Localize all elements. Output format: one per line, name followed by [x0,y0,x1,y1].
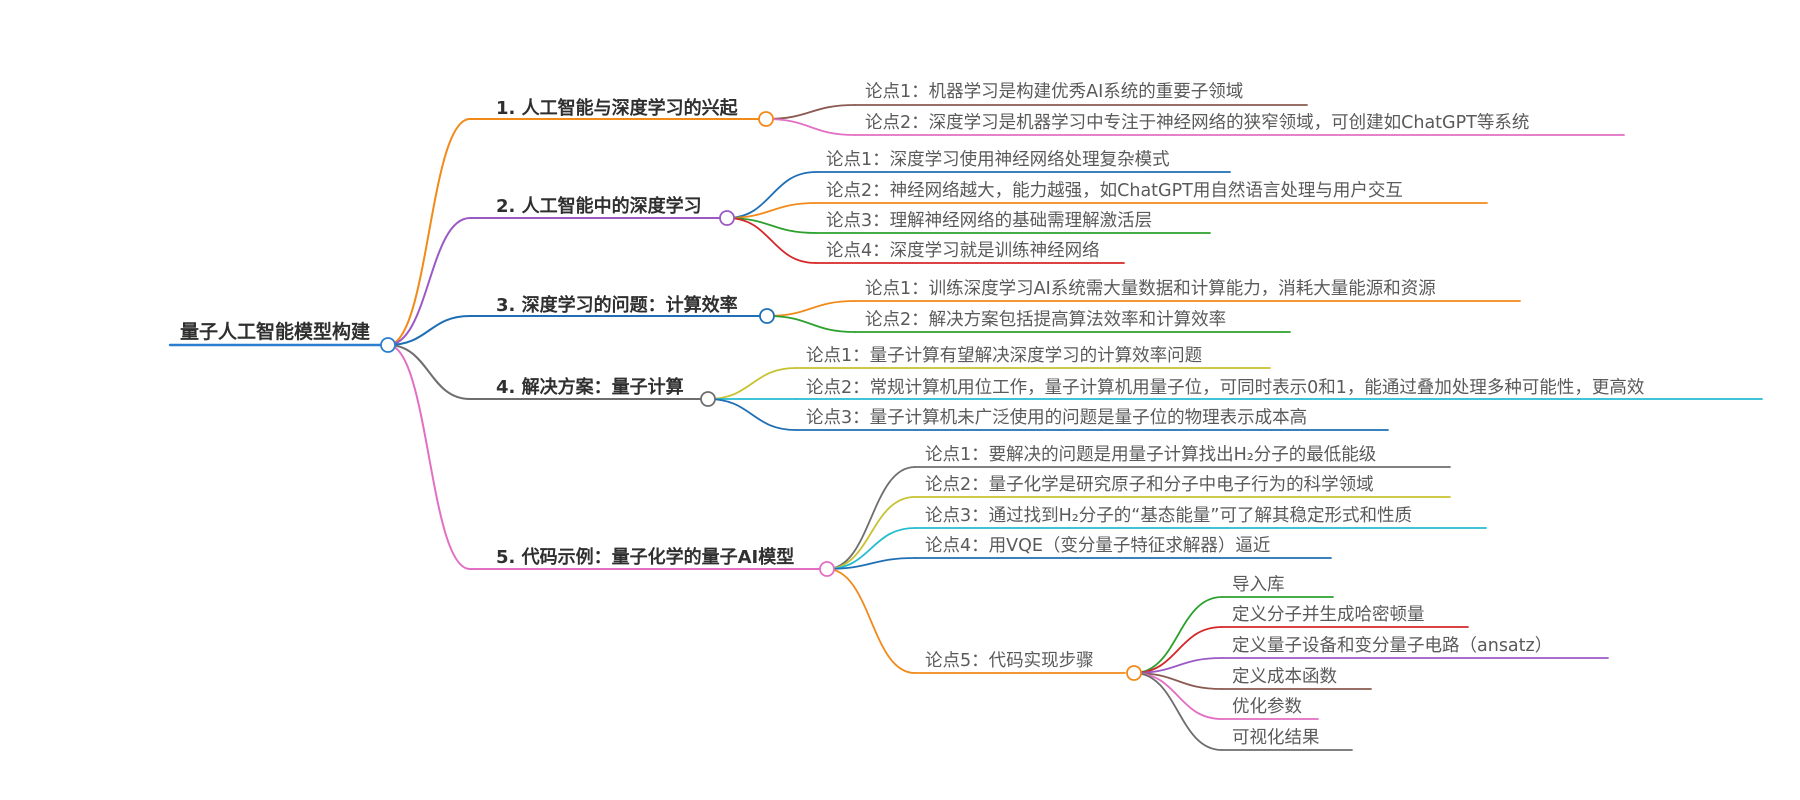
point-5-1-label: 论点1：要解决的问题是用量子计算找出H₂分子的最低能级 [925,445,1377,465]
point-connector-3-2 [766,315,856,333]
point-3-2-label: 论点2：解决方案包括提高算法效率和计算效率 [865,310,1227,330]
branch-2-label: 2. 人工智能中的深度学习 [496,196,702,217]
point-connector-4-3 [707,398,797,431]
branch-1-label: 1. 人工智能与深度学习的兴起 [496,98,738,119]
point-connector-2-1 [726,171,817,219]
point-1-1-label: 论点1：机器学习是构建优秀AI系统的重要子领域 [865,82,1244,102]
branch-connector-4 [387,344,471,400]
collapse-toggle-branch-4[interactable] [700,391,716,407]
point-5-4-label: 论点4：用VQE（变分量子特征求解器）逼近 [925,536,1271,556]
branch-5-label: 5. 代码示例：量子化学的量子AI模型 [496,547,795,568]
point-2-4-label: 论点4：深度学习就是训练神经网络 [826,241,1100,261]
step-5-label: 优化参数 [1232,697,1302,717]
point-3-1-label: 论点1：训练深度学习AI系统需大量数据和计算能力，消耗大量能源和资源 [865,279,1436,299]
step-connector-3 [1133,657,1223,674]
step-connector-1 [1133,596,1223,674]
collapse-toggle-branch-2[interactable] [719,210,735,226]
collapse-toggle-branch-1[interactable] [758,111,774,127]
point-5-3-label: 论点3：通过找到H₂分子的“基态能量”可了解其稳定形式和性质 [925,506,1412,526]
branch-4-label: 4. 解决方案：量子计算 [496,377,684,398]
step-connector-6 [1133,672,1223,751]
point-connector-5-4 [826,557,916,570]
point-1-2-label: 论点2：深度学习是机器学习中专注于神经网络的狭窄领域，可创建如ChatGPT等系… [865,113,1530,133]
step-4-label: 定义成本函数 [1232,667,1337,687]
point-2-1-label: 论点1：深度学习使用神经网络处理复杂模式 [826,150,1170,170]
point-4-1-label: 论点1：量子计算有望解决深度学习的计算效率问题 [806,346,1203,366]
point-connector-4-1 [707,367,797,400]
step-3-label: 定义量子设备和变分量子电路（ansatz） [1232,636,1553,656]
branch-connector-3 [387,315,471,346]
point-connector-5-5 [826,568,916,674]
point-connector-3-1 [766,300,856,317]
step-2-label: 定义分子并生成哈密顿量 [1232,605,1425,625]
point-connector-2-2 [726,202,817,219]
point-connector-1-1 [765,104,856,120]
branch-connector-2 [387,217,471,346]
collapse-toggle-root[interactable] [380,337,396,353]
mindmap-nodes [380,111,1142,681]
branch-connector-5 [387,344,471,570]
collapse-toggle-steps[interactable] [1126,665,1142,681]
root-node-label: 量子人工智能模型构建 [180,321,371,343]
step-1-label: 导入库 [1232,575,1285,595]
mindmap-links [168,104,1763,751]
point-5-2-label: 论点2：量子化学是研究原子和分子中电子行为的科学领域 [925,475,1374,495]
point-2-2-label: 论点2：神经网络越大，能力越强，如ChatGPT用自然语言处理与用户交互 [826,181,1403,201]
point-connector-5-1 [826,466,916,570]
point-4-3-label: 论点3：量子计算机未广泛使用的问题是量子位的物理表示成本高 [806,408,1308,428]
collapse-toggle-branch-3[interactable] [759,308,775,324]
point-connector-5-3 [826,527,916,570]
point-connector-1-2 [765,118,856,136]
point-connector-5-2 [826,496,916,570]
step-6-label: 可视化结果 [1232,728,1320,748]
step-connector-2 [1133,626,1223,674]
point-5-5-label: 论点5：代码实现步骤 [925,651,1094,671]
collapse-toggle-branch-5[interactable] [819,561,835,577]
branch-3-label: 3. 深度学习的问题：计算效率 [496,295,738,316]
point-2-3-label: 论点3：理解神经网络的基础需理解激活层 [826,211,1153,231]
branch-connector-1 [387,118,471,346]
point-4-2-label: 论点2：常规计算机用位工作，量子计算机用量子位，可同时表示0和1，能通过叠加处理… [806,378,1645,398]
point-connector-2-4 [726,217,817,264]
